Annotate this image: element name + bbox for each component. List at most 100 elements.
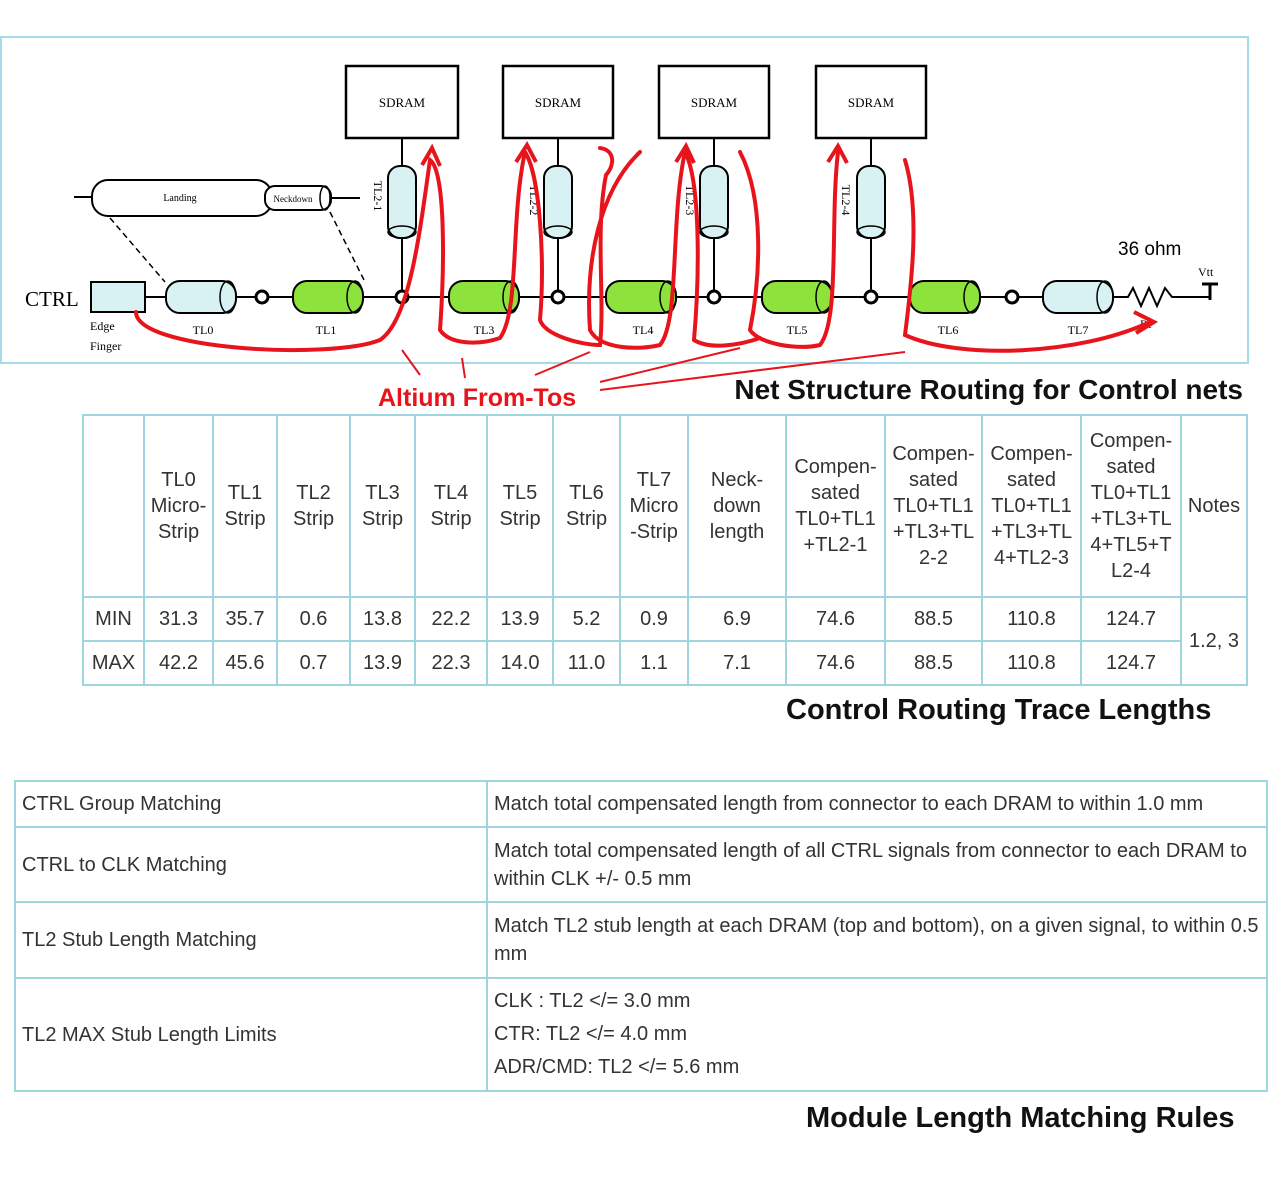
trace-header-line: TL0+TL1 xyxy=(1090,482,1172,504)
trace-header-cell: Notes xyxy=(1180,414,1248,598)
segment-tl6: TL6 xyxy=(909,280,981,337)
trace-header-line: Compen- xyxy=(794,456,877,478)
rule-description: Match total compensated length from conn… xyxy=(486,779,1268,829)
trace-header-line: Micro xyxy=(629,495,679,517)
trace-header-line: Strip xyxy=(224,508,266,530)
trace-header-line: TL0+TL1 xyxy=(893,495,974,517)
diagram-frame xyxy=(0,36,1249,364)
ctrl-label: CTRL xyxy=(25,287,79,311)
rule-description: Match TL2 stub length at each DRAM (top … xyxy=(486,900,1268,980)
trace-header-line: TL7 xyxy=(636,469,672,491)
trace-value-cell: 124.7 xyxy=(1080,640,1182,686)
trace-value-cell: 88.5 xyxy=(884,640,983,686)
trace-header-line: TL3 xyxy=(365,482,400,504)
rule-name: CTRL to CLK Matching xyxy=(14,826,488,903)
route-arrow-4 xyxy=(826,141,849,164)
trace-header-line: -Strip xyxy=(630,521,678,543)
callout-line-3 xyxy=(534,351,591,376)
rule-line: CLK : TL2 </= 3.0 mm xyxy=(494,990,691,1013)
trace-value-cell: 6.9 xyxy=(687,596,787,642)
route-arrow-1 xyxy=(420,143,442,167)
trace-value-cell: 110.8 xyxy=(981,640,1082,686)
trace-header-line: TL0 xyxy=(161,469,196,491)
stub-tl2-3: TL2-3 xyxy=(683,138,729,305)
trace-value-cell: 1.1 xyxy=(619,640,689,686)
rule-line: Match total compensated length from conn… xyxy=(494,793,1204,816)
neckdown-detail: Landing Neckdown xyxy=(74,179,366,283)
via-1 xyxy=(254,289,270,305)
trace-header-line: Strip xyxy=(565,508,608,530)
sdram-4-label: SDRAM xyxy=(848,95,895,110)
trace-header-line: sated xyxy=(811,482,860,504)
caption-trace-lengths: Control Routing Trace Lengths xyxy=(786,694,1212,726)
callout-line-4 xyxy=(599,347,741,383)
segment-tl4-label: TL4 xyxy=(633,323,654,337)
stub-tl2-4-label: TL2-4 xyxy=(839,185,853,216)
trace-value-cell: 7.1 xyxy=(687,640,787,686)
trace-header-line: TL5 xyxy=(502,482,538,504)
stub-tl2-1: TL2-1 xyxy=(371,138,417,305)
route-arrow-5 xyxy=(1133,310,1159,335)
trace-header-line: Notes xyxy=(1187,495,1241,517)
trace-value-cell: 13.9 xyxy=(349,640,416,686)
trace-value-cell: 88.5 xyxy=(884,596,983,642)
trace-header-line: TL0+TL1 xyxy=(991,495,1072,517)
callout-line-2 xyxy=(461,357,466,379)
trace-value-cell: 42.2 xyxy=(143,640,214,686)
neckdown-left-label: Landing xyxy=(163,193,196,204)
sdram-1: SDRAM xyxy=(344,64,460,140)
trace-header-line: Strip xyxy=(157,521,200,543)
trace-header-line: TL6 xyxy=(569,482,604,504)
from-to-route xyxy=(134,146,1152,353)
trace-value-cell: 35.7 xyxy=(212,596,278,642)
vtt-label: Vtt xyxy=(1198,265,1214,279)
caption-matching-rules: Module Length Matching Rules xyxy=(806,1102,1235,1134)
trace-header-cell xyxy=(82,414,145,598)
trace-row-label: MIN xyxy=(82,596,145,642)
sdram-2-label: SDRAM xyxy=(535,95,582,110)
segment-tl0-label: TL0 xyxy=(193,323,214,337)
trace-header-line: +TL3+TL xyxy=(990,521,1073,543)
trace-header-line: +TL2-1 xyxy=(803,534,868,556)
rule-description: Match total compensated length of all CT… xyxy=(486,826,1268,903)
trace-header-line: Neck- xyxy=(710,469,764,491)
trace-header-line: sated xyxy=(1007,469,1056,491)
rule-line: Match TL2 stub length at each DRAM (top … xyxy=(494,915,1259,965)
net-structure-diagram: SDRAM SDRAM SDRAM SDRAM TL2-1 TL2-2 TL2-… xyxy=(0,36,1249,410)
rule-row: TL2 MAX Stub Length Limits CLK : TL2 </= … xyxy=(14,977,1268,1092)
trace-value-cell: 22.2 xyxy=(414,596,488,642)
rule-line: ADR/CMD: TL2 </= 5.6 mm xyxy=(494,1056,740,1079)
callout-line-1 xyxy=(401,349,421,376)
via-2 xyxy=(1004,289,1020,305)
edge-finger-label-1: Edge xyxy=(90,319,115,333)
caption-net-structure: Net Structure Routing for Control nets xyxy=(734,374,1243,405)
trace-value-cell: 110.8 xyxy=(981,596,1082,642)
rule-name: TL2 MAX Stub Length Limits xyxy=(14,977,488,1092)
segment-tl1: TL1 xyxy=(292,280,364,337)
callout-line-5 xyxy=(599,351,906,391)
trace-header-line: 2-2 xyxy=(919,547,948,569)
trace-value-cell: 74.6 xyxy=(785,640,886,686)
stub-tl2-4: TL2-4 xyxy=(839,138,886,305)
trace-header-line: Compen- xyxy=(892,443,975,465)
segment-tl5-label: TL5 xyxy=(787,323,808,337)
trace-header-line: sated xyxy=(909,469,958,491)
trace-header-line: TL4 xyxy=(433,482,469,504)
trace-header-line: TL2 xyxy=(296,482,331,504)
trace-header-line: Strip xyxy=(499,508,541,530)
trace-value-cell: 22.3 xyxy=(414,640,488,686)
sdram-2: SDRAM xyxy=(501,64,615,140)
segment-tl5: TL5 xyxy=(761,280,833,337)
segment-tl7-label: TL7 xyxy=(1068,323,1089,337)
trace-header-line: L2-4 xyxy=(1110,560,1152,582)
resistor-value: 36 ohm xyxy=(1118,239,1181,260)
